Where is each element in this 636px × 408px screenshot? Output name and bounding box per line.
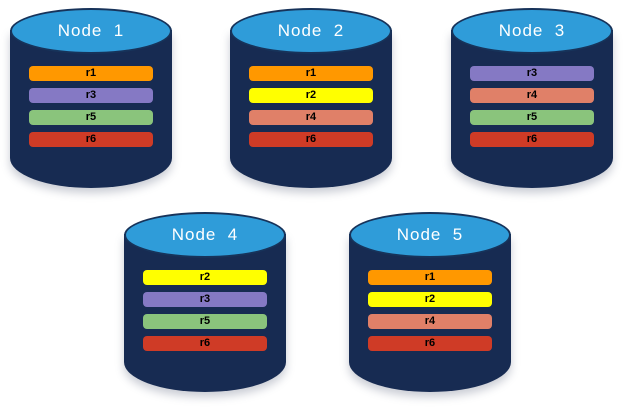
replica-bar-r6[interactable]: r6 [470,132,594,147]
replica-bar-r1[interactable]: r1 [368,270,492,285]
node-label: Node 5 [396,225,464,244]
replica-bar-r6[interactable]: r6 [249,132,373,147]
replica-bar-r4[interactable]: r4 [368,314,492,329]
database-node-4[interactable]: Node 4 r2 r3 r5 r6 [124,212,286,392]
node-label: Node 2 [277,21,345,40]
cylinder-body [10,30,172,188]
cylinder-body [124,234,286,392]
replica-bar-r1[interactable]: r1 [29,66,153,81]
node-label: Node 3 [498,21,566,40]
replica-bar-r5[interactable]: r5 [470,110,594,125]
replica-bar-r2[interactable]: r2 [249,88,373,103]
database-node-1[interactable]: Node 1 r1 r3 r5 r6 [10,8,172,188]
replica-list: r3 r4 r5 r6 [451,66,613,147]
cylinder-body [230,30,392,188]
cylinder-body [349,234,511,392]
cylinder-top-ellipse [451,8,613,54]
replica-bar-r6[interactable]: r6 [143,336,267,351]
cylinder-top-ellipse [230,8,392,54]
replica-bar-r6[interactable]: r6 [29,132,153,147]
replica-list: r2 r3 r5 r6 [124,270,286,351]
node-label: Node 1 [57,21,125,40]
replica-bar-r2[interactable]: r2 [368,292,492,307]
replica-bar-r4[interactable]: r4 [470,88,594,103]
replica-bar-r3[interactable]: r3 [470,66,594,81]
replica-bar-r3[interactable]: r3 [143,292,267,307]
cylinder-top-ellipse [124,212,286,258]
node-label: Node 4 [171,225,239,244]
replica-bar-r5[interactable]: r5 [143,314,267,329]
replica-bar-r3[interactable]: r3 [29,88,153,103]
cylinder-body [451,30,613,188]
replica-list: r1 r2 r4 r6 [230,66,392,147]
database-node-2[interactable]: Node 2 r1 r2 r4 r6 [230,8,392,188]
replica-bar-r1[interactable]: r1 [249,66,373,81]
cylinder-top-ellipse [10,8,172,54]
replica-list: r1 r2 r4 r6 [349,270,511,351]
replica-bar-r4[interactable]: r4 [249,110,373,125]
replica-bar-r6[interactable]: r6 [368,336,492,351]
database-node-3[interactable]: Node 3 r3 r4 r5 r6 [451,8,613,188]
replica-list: r1 r3 r5 r6 [10,66,172,147]
cylinder-top-ellipse [349,212,511,258]
replica-bar-r2[interactable]: r2 [143,270,267,285]
replica-bar-r5[interactable]: r5 [29,110,153,125]
database-node-5[interactable]: Node 5 r1 r2 r4 r6 [349,212,511,392]
